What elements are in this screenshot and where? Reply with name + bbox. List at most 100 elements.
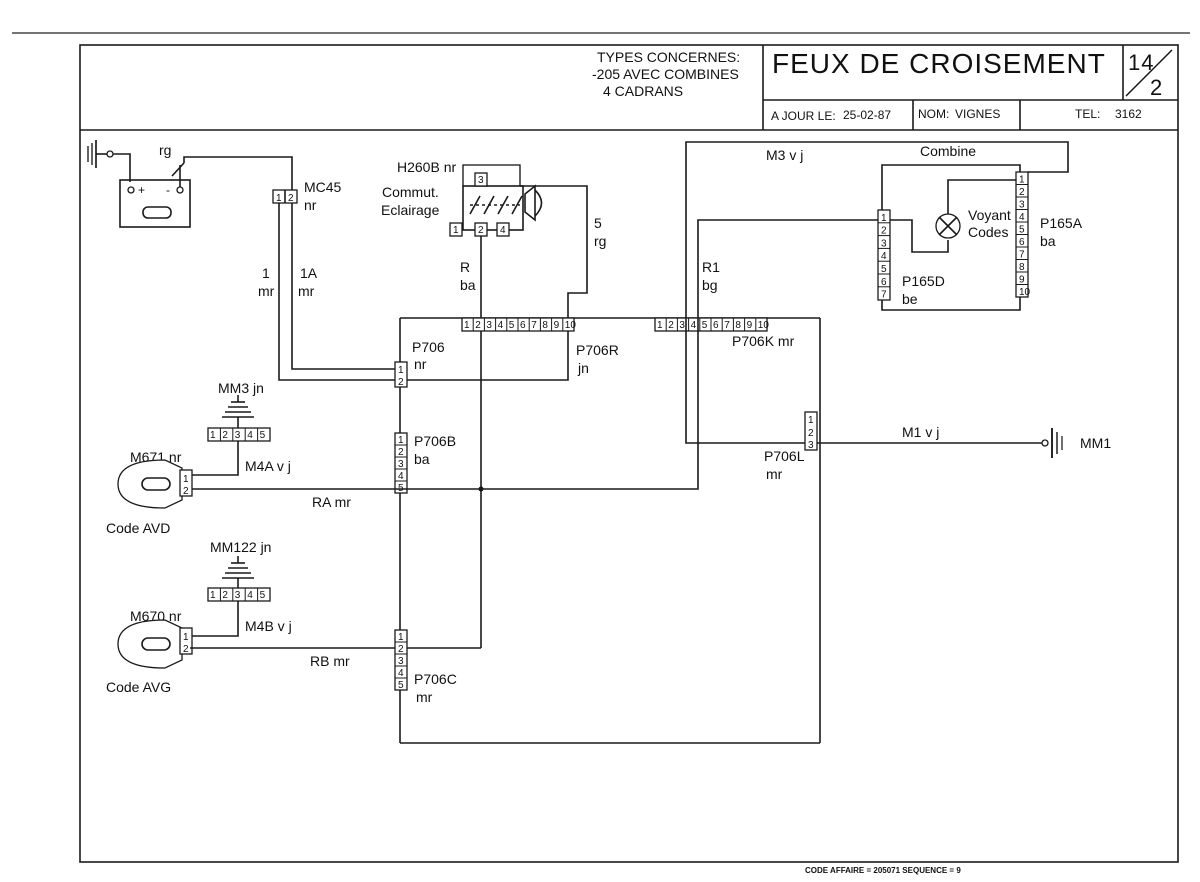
wire-p706r: [407, 331, 569, 381]
pin-label: 4: [691, 320, 697, 331]
pin-label: 3: [235, 590, 241, 601]
wire-r-col: ba: [460, 277, 476, 293]
svg-text:1: 1: [183, 632, 189, 643]
pin-label: 5: [1019, 225, 1025, 236]
code-avg-label: Code AVG: [106, 679, 171, 695]
wire-1-num: 1: [262, 265, 270, 281]
p706-connector: [394, 361, 408, 388]
m670-label: M670 nr: [130, 608, 182, 624]
commut-label-1: Commut.: [382, 184, 439, 200]
pin-label: 9: [747, 320, 753, 331]
m671-label: M671 nr: [130, 449, 182, 465]
mc45-connector: 1 2 MC45 nr: [272, 179, 342, 213]
p706r-color: jn: [577, 360, 589, 376]
wire-5-num: 5: [594, 215, 602, 231]
code-avd-label: Code AVD: [106, 520, 170, 536]
commut-label-2: Eclairage: [381, 202, 440, 218]
p706c-color: mr: [416, 689, 433, 705]
wire-r1-col: bg: [702, 277, 718, 293]
pin-label: 10: [565, 320, 577, 331]
p706b-connector: [394, 432, 408, 494]
mm122-label: MM122 jn: [210, 539, 271, 555]
pin-label: 7: [881, 290, 887, 301]
date-label: A JOUR LE:: [771, 109, 836, 123]
voyant-label-2: Codes: [968, 224, 1008, 240]
wire-r1-bg: [697, 219, 880, 331]
ra-label: RA mr: [312, 494, 351, 510]
pin-label: 1: [464, 320, 470, 331]
svg-text:4: 4: [500, 225, 506, 236]
mm1-ground-icon: [1041, 428, 1063, 458]
pin-label: 7: [531, 320, 537, 331]
tel-label: TEL:: [1075, 107, 1100, 121]
code-avd-headlamp-icon: 1 2: [117, 459, 193, 509]
pin-label: 2: [475, 320, 481, 331]
p706r-label: P706R: [576, 342, 619, 358]
footer-code: CODE AFFAIRE = 205071 SEQUENCE = 9: [805, 866, 961, 875]
wire-ra-mr: [190, 331, 699, 490]
svg-text:1: 1: [398, 365, 404, 376]
wire-r-num: R: [460, 259, 470, 275]
p706b-label: P706B: [414, 433, 456, 449]
pin-label: 6: [1019, 237, 1025, 248]
wire-1a-col: mr: [298, 283, 315, 299]
svg-text:+: +: [138, 183, 145, 197]
mc45-label: MC45: [304, 179, 342, 195]
wire-1-mr: [278, 203, 400, 381]
pin-label: 1: [398, 632, 404, 643]
combine-cluster: Combine Voyant Codes P165A ba P165D be 1…: [877, 143, 1083, 311]
pin-label: 2: [1019, 187, 1025, 198]
pin-label: 5: [398, 680, 404, 691]
diagram-title: FEUX DE CROISEMENT: [772, 48, 1106, 79]
pin-label: 5: [702, 320, 708, 331]
pin-label: 4: [881, 251, 887, 262]
pin-label: 4: [398, 471, 404, 482]
pin-label: 3: [486, 320, 492, 331]
mm1-label: MM1: [1080, 435, 1111, 451]
pin-label: 2: [668, 320, 674, 331]
wire-m4b-vj: [190, 601, 239, 637]
pin-label: 6: [713, 320, 719, 331]
m1-label: M1 v j: [902, 424, 939, 440]
svg-text:-: -: [166, 183, 170, 197]
p165a-label: P165A: [1040, 215, 1083, 231]
wire-5-rg: [520, 185, 588, 318]
pin-label: 4: [498, 320, 504, 331]
svg-text:1: 1: [808, 415, 814, 426]
pin-label: 2: [881, 226, 887, 237]
pin-label: 4: [1019, 212, 1025, 223]
p706l-connector: [804, 411, 818, 451]
mm3-label: MM3 jn: [218, 380, 264, 396]
pin-label: 2: [222, 430, 228, 441]
wire-r1-num: R1: [702, 259, 720, 275]
pin-label: 10: [758, 320, 770, 331]
svg-text:2: 2: [183, 486, 189, 497]
types-line-3: 4 CADRANS: [603, 83, 683, 99]
pin-label: 3: [398, 656, 404, 667]
sheet-number-bottom: 2: [1150, 75, 1163, 100]
svg-text:2: 2: [183, 644, 189, 655]
pin-label: 1: [210, 430, 216, 441]
m4b-label: M4B v j: [245, 618, 292, 634]
svg-text:2: 2: [808, 428, 814, 439]
pin-label: 3: [1019, 200, 1025, 211]
pin-label: 2: [222, 590, 228, 601]
pin-label: 6: [520, 320, 526, 331]
pin-label: 4: [398, 668, 404, 679]
p706-color: nr: [414, 356, 427, 372]
pin-label: 9: [554, 320, 560, 331]
pin-label: 2: [398, 644, 404, 655]
pin-label: 9: [1019, 275, 1025, 286]
pin-label: 5: [881, 264, 887, 275]
pin-label: 5: [260, 430, 266, 441]
pin-label: 8: [735, 320, 741, 331]
pin-label: 10: [1019, 287, 1031, 298]
p165d-label: P165D: [902, 273, 945, 289]
diagram-frame: [79, 44, 1179, 863]
pin-label: 8: [542, 320, 548, 331]
p165a-color: ba: [1040, 233, 1056, 249]
rb-label: RB mr: [310, 653, 350, 669]
